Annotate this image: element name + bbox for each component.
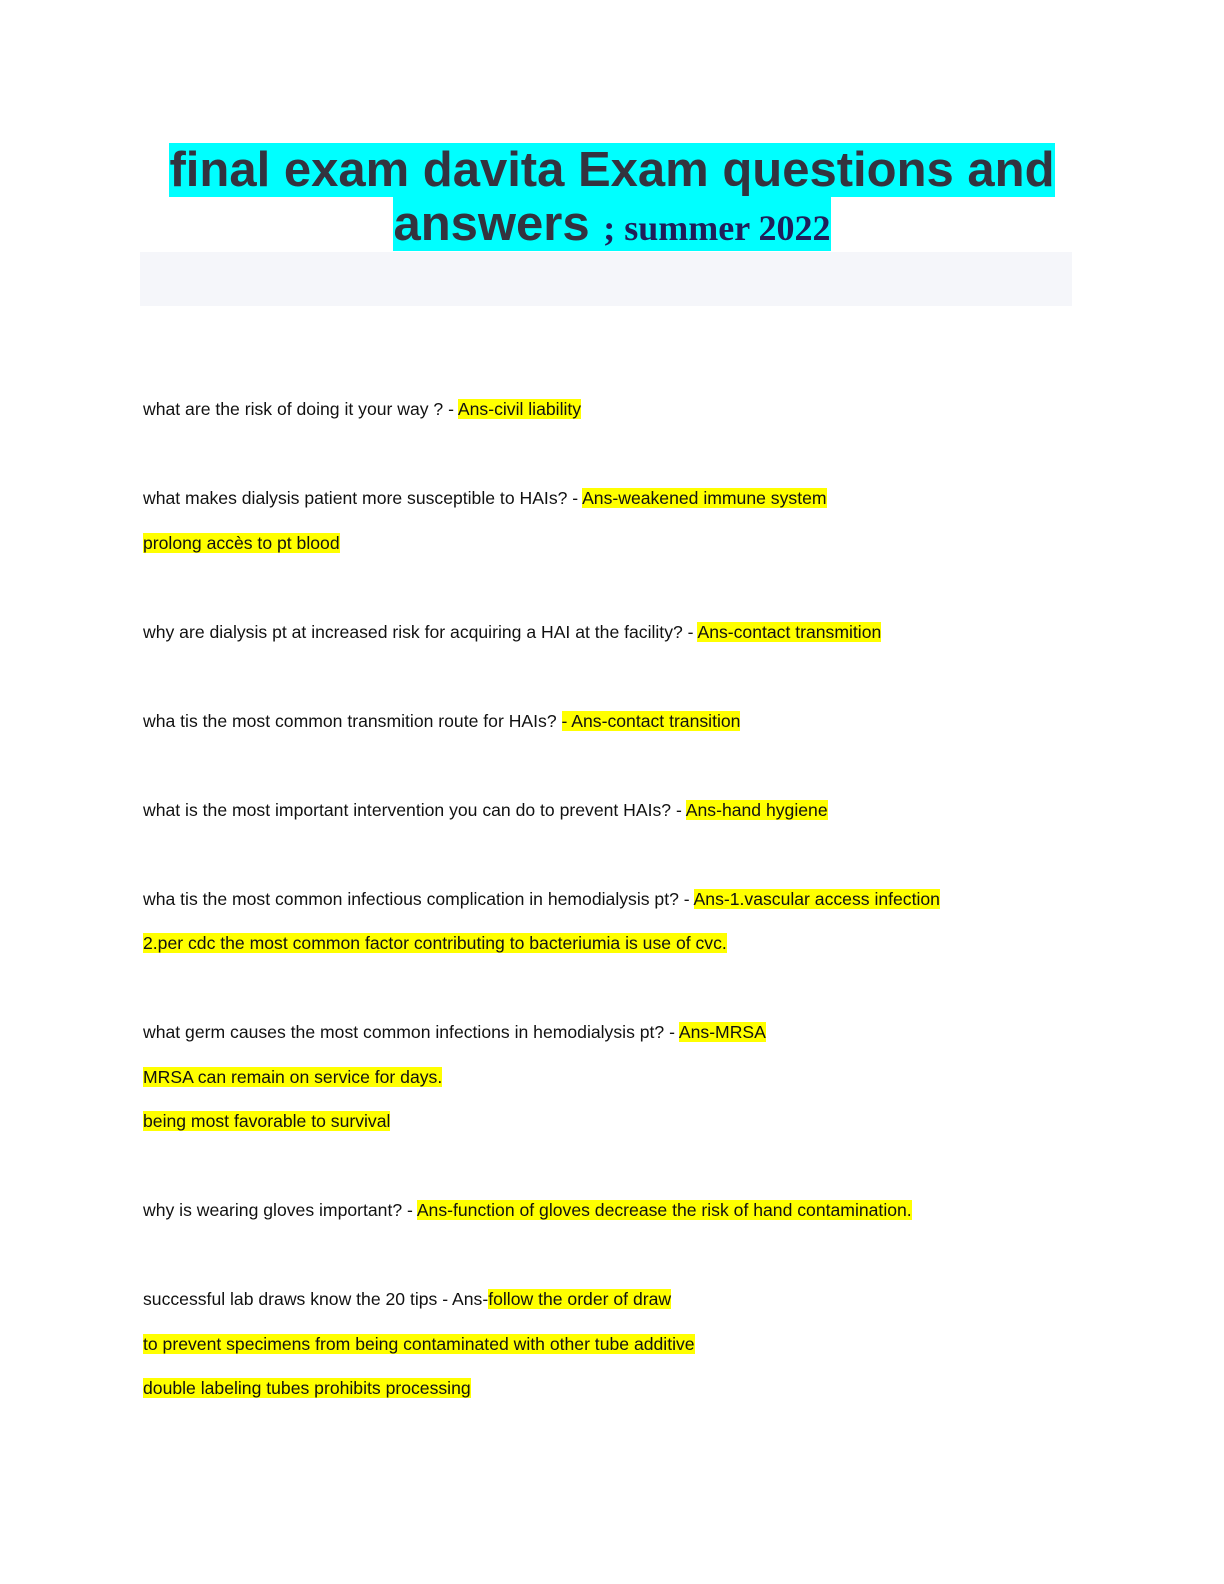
answer-text: - Ans-contact transition [561, 710, 741, 731]
qa-item: what makes dialysis patient more suscept… [143, 476, 1083, 565]
answer-text: Ans-contact transmition [697, 621, 882, 642]
answer-text: MRSA can remain on service for days. [143, 1066, 443, 1087]
question-line: why is wearing gloves important? - Ans-f… [143, 1188, 1083, 1233]
document-title: final exam davita Exam questions and ans… [0, 143, 1224, 255]
title-line-2: answers [393, 197, 590, 251]
answer-text: 2.per cdc the most common factor contrib… [143, 933, 727, 953]
header-band [140, 252, 1072, 306]
qa-item: what are the risk of doing it your way ?… [143, 387, 1083, 432]
question-line: what germ causes the most common infecti… [143, 1010, 1083, 1055]
qa-list: what are the risk of doing it your way ?… [143, 387, 1083, 1455]
answer-text: prolong accès to pt blood [143, 532, 340, 553]
qa-item: what is the most important intervention … [143, 788, 1083, 833]
question-line: what are the risk of doing it your way ?… [143, 387, 1083, 432]
qa-item: successful lab draws know the 20 tips - … [143, 1277, 1083, 1411]
question-text: wha tis the most common infectious compl… [143, 888, 694, 909]
answer-text: Ans-function of gloves decrease the risk… [416, 1200, 912, 1220]
answer-text: Ans-MRSA [678, 1022, 766, 1042]
question-line: why are dialysis pt at increased risk fo… [143, 610, 1083, 655]
answer-text: follow the order of draw [488, 1289, 672, 1309]
question-line: what is the most important intervention … [143, 788, 1083, 833]
question-text: why is wearing gloves important? - [143, 1200, 417, 1220]
answer-text: Ans-hand hygiene [685, 799, 828, 820]
question-line: what makes dialysis patient more suscept… [143, 476, 1083, 521]
answer-text: Ans-civil liability [457, 399, 582, 419]
question-text: what is the most important intervention … [143, 799, 686, 820]
qa-item: what germ causes the most common infecti… [143, 1010, 1083, 1144]
question-text: what are the risk of doing it your way ?… [143, 399, 458, 419]
question-line: wha tis the most common infectious compl… [143, 877, 1083, 922]
answer-continuation-line: MRSA can remain on service for days. [143, 1055, 1083, 1100]
title-line-1: final exam davita Exam questions and [169, 143, 1055, 197]
qa-item: wha tis the most common infectious compl… [143, 877, 1083, 966]
qa-item: why is wearing gloves important? - Ans-f… [143, 1188, 1083, 1233]
question-text: successful lab draws know the 20 tips - … [143, 1289, 489, 1309]
answer-continuation-line: 2.per cdc the most common factor contrib… [143, 921, 1083, 966]
question-text: why are dialysis pt at increased risk fo… [143, 621, 698, 642]
qa-item: wha tis the most common transmition rout… [143, 699, 1083, 744]
question-text: what makes dialysis patient more suscept… [143, 488, 583, 508]
question-line: wha tis the most common transmition rout… [143, 699, 1083, 744]
answer-text: Ans-1.vascular access infection [693, 888, 940, 909]
answer-text: being most favorable to survival [143, 1111, 391, 1131]
question-text: what germ causes the most common infecti… [143, 1022, 679, 1042]
answer-continuation-line: to prevent specimens from being contamin… [143, 1322, 1083, 1367]
answer-text: to prevent specimens from being contamin… [143, 1333, 695, 1354]
title-subtitle: ; summer 2022 [603, 208, 831, 248]
answer-continuation-line: being most favorable to survival [143, 1099, 1083, 1144]
question-text: wha tis the most common transmition rout… [143, 710, 562, 731]
answer-continuation-line: prolong accès to pt blood [143, 521, 1083, 566]
qa-item: why are dialysis pt at increased risk fo… [143, 610, 1083, 655]
answer-continuation-line: double labeling tubes prohibits processi… [143, 1366, 1083, 1411]
answer-text: Ans-weakened immune system [582, 488, 827, 508]
question-line: successful lab draws know the 20 tips - … [143, 1277, 1083, 1322]
answer-text: double labeling tubes prohibits processi… [143, 1378, 471, 1398]
